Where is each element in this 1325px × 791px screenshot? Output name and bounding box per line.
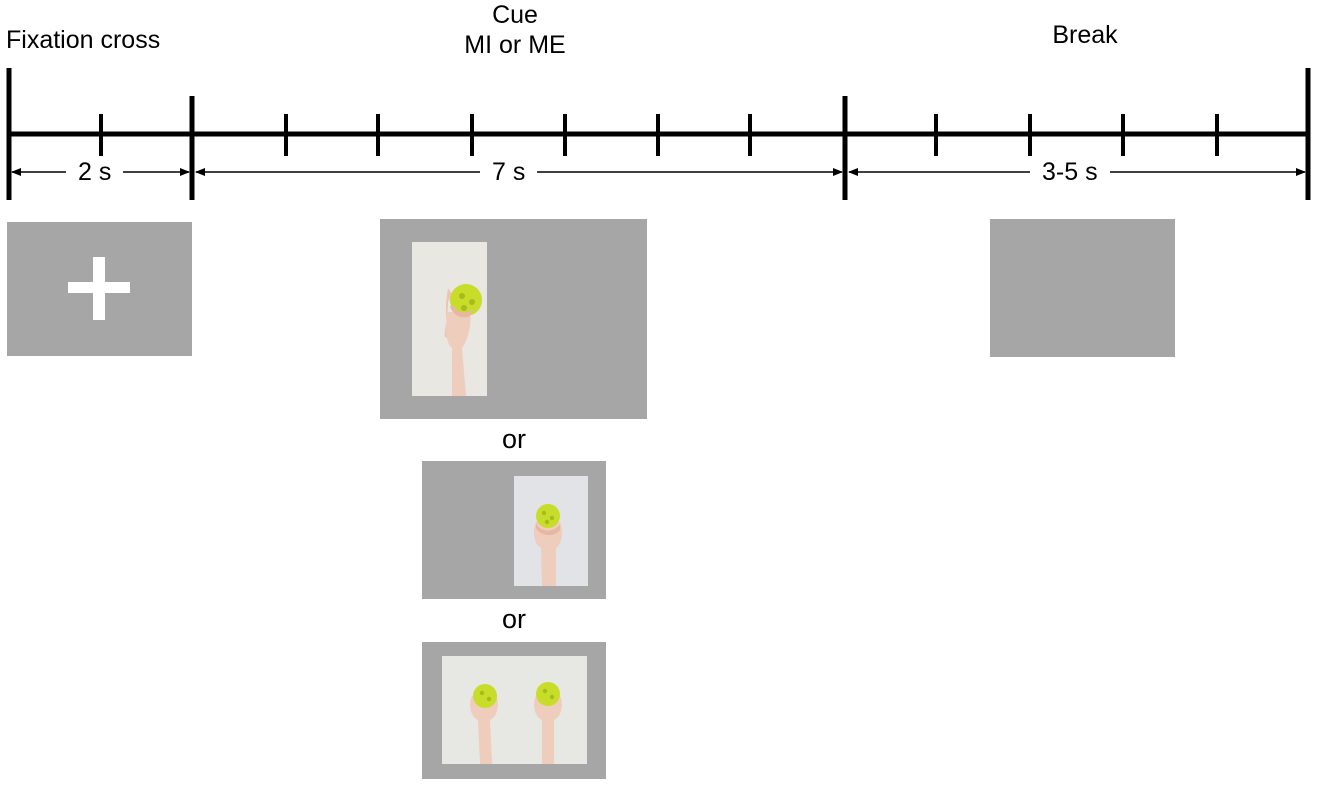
fixation-duration-label: 2 s	[66, 157, 124, 187]
or-separator: or	[501, 604, 526, 634]
right-hand-ball-photo	[514, 476, 588, 586]
ball-icon	[473, 684, 497, 708]
cue-duration-label: 7 s	[480, 157, 538, 187]
fixation-cross-icon-vertical	[93, 257, 105, 320]
cue-phase-label: Cue MI or ME	[430, 0, 600, 60]
ball-icon	[536, 504, 560, 528]
timeline-ticks	[99, 114, 1219, 156]
break-screen	[990, 219, 1175, 357]
both-hands-ball-photo	[442, 656, 587, 764]
fixation-phase-label: Fixation cross	[6, 26, 161, 54]
left-hand-ball-photo	[412, 242, 487, 396]
or-separator: or	[501, 424, 526, 454]
cue-label-line1: Cue	[492, 1, 538, 29]
cue-label-line2: MI or ME	[464, 31, 566, 59]
ball-icon	[536, 682, 560, 706]
break-duration-label: 3-5 s	[1030, 157, 1110, 187]
break-phase-label: Break	[1052, 21, 1118, 49]
